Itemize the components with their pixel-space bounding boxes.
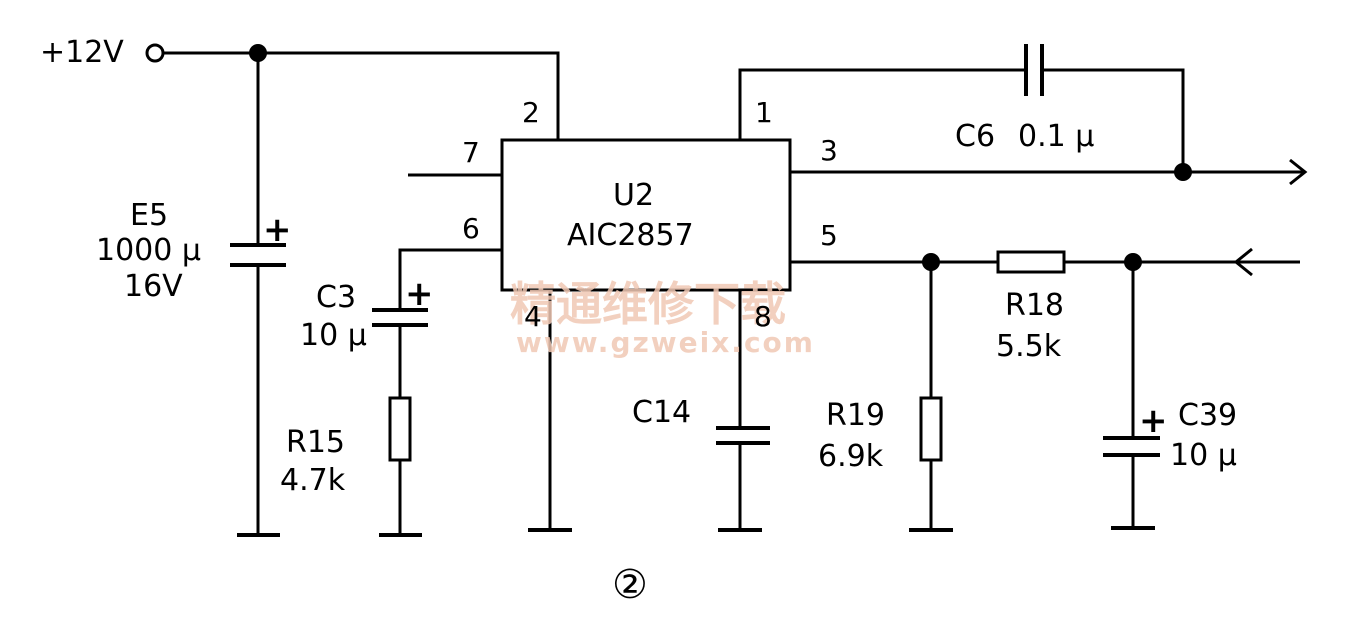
resistor-r18 [996, 250, 1066, 274]
pin-label-8: 8 [754, 300, 772, 333]
input-arrow [1233, 247, 1253, 277]
wire-c6-right [1042, 68, 1185, 172]
ic-part-label: AIC2857 [567, 218, 694, 253]
ic-ref-label: U2 [613, 178, 654, 213]
capacitor-c14 [716, 426, 770, 445]
resistor-r19 [919, 396, 943, 462]
c6-ref-label: C6 [955, 119, 995, 154]
junction-output [1174, 163, 1192, 181]
watermark-url: www.gzweix.com [516, 326, 815, 359]
capacitor-c6 [1024, 44, 1044, 96]
r18-value-label: 5.5k [996, 329, 1062, 364]
e5-ref-label: E5 [130, 198, 168, 233]
pin-label-3: 3 [820, 134, 838, 167]
c3-ref-label: C3 [316, 280, 356, 315]
junction-dots [249, 44, 1192, 271]
pin-label-1: 1 [755, 96, 773, 129]
figure-number: ② [612, 562, 648, 608]
e5-value-label: 1000 μ [96, 233, 201, 268]
c6-value-label: 0.1 μ [1018, 119, 1094, 154]
wire-pin6 [398, 248, 502, 310]
c3-polarity-mark: + [405, 274, 434, 314]
pin-label-5: 5 [820, 219, 838, 252]
wires [163, 51, 1308, 535]
wire-12v-rail [163, 51, 560, 140]
c39-value-label: 10 μ [1170, 438, 1237, 473]
ground-symbols [237, 526, 1155, 537]
pin-label-7: 7 [462, 136, 480, 169]
pin-label-6: 6 [462, 212, 480, 245]
output-arrow [1289, 158, 1308, 186]
ic-u2-body [500, 138, 792, 292]
e5-voltage-label: 16V [124, 269, 183, 304]
c39-ref-label: C39 [1178, 398, 1237, 433]
pin-label-2: 2 [522, 96, 540, 129]
r15-ref-label: R15 [286, 425, 345, 460]
junction-c39 [1124, 253, 1142, 271]
junction-12v [249, 44, 267, 62]
wire-pin1-c6 [738, 68, 1026, 140]
junction-r19 [922, 253, 940, 271]
pin-label-4: 4 [524, 300, 542, 333]
capacitor-c3 [372, 308, 428, 327]
c14-ref-label: C14 [632, 395, 691, 430]
resistor-r15 [388, 396, 412, 462]
r15-value-label: 4.7k [280, 463, 346, 498]
watermark-cn: 精通维修下载 [510, 277, 786, 331]
capacitor-c39 [1103, 436, 1160, 457]
c3-value-label: 10 μ [300, 318, 367, 353]
e5-polarity-mark: + [263, 210, 292, 250]
r19-ref-label: R19 [826, 398, 885, 433]
power-terminal [145, 43, 165, 63]
c39-polarity-mark: + [1139, 401, 1168, 441]
capacitor-e5 [230, 243, 286, 267]
r19-value-label: 6.9k [818, 439, 884, 474]
power-label: +12V [40, 35, 124, 70]
r18-ref-label: R18 [1005, 288, 1064, 323]
